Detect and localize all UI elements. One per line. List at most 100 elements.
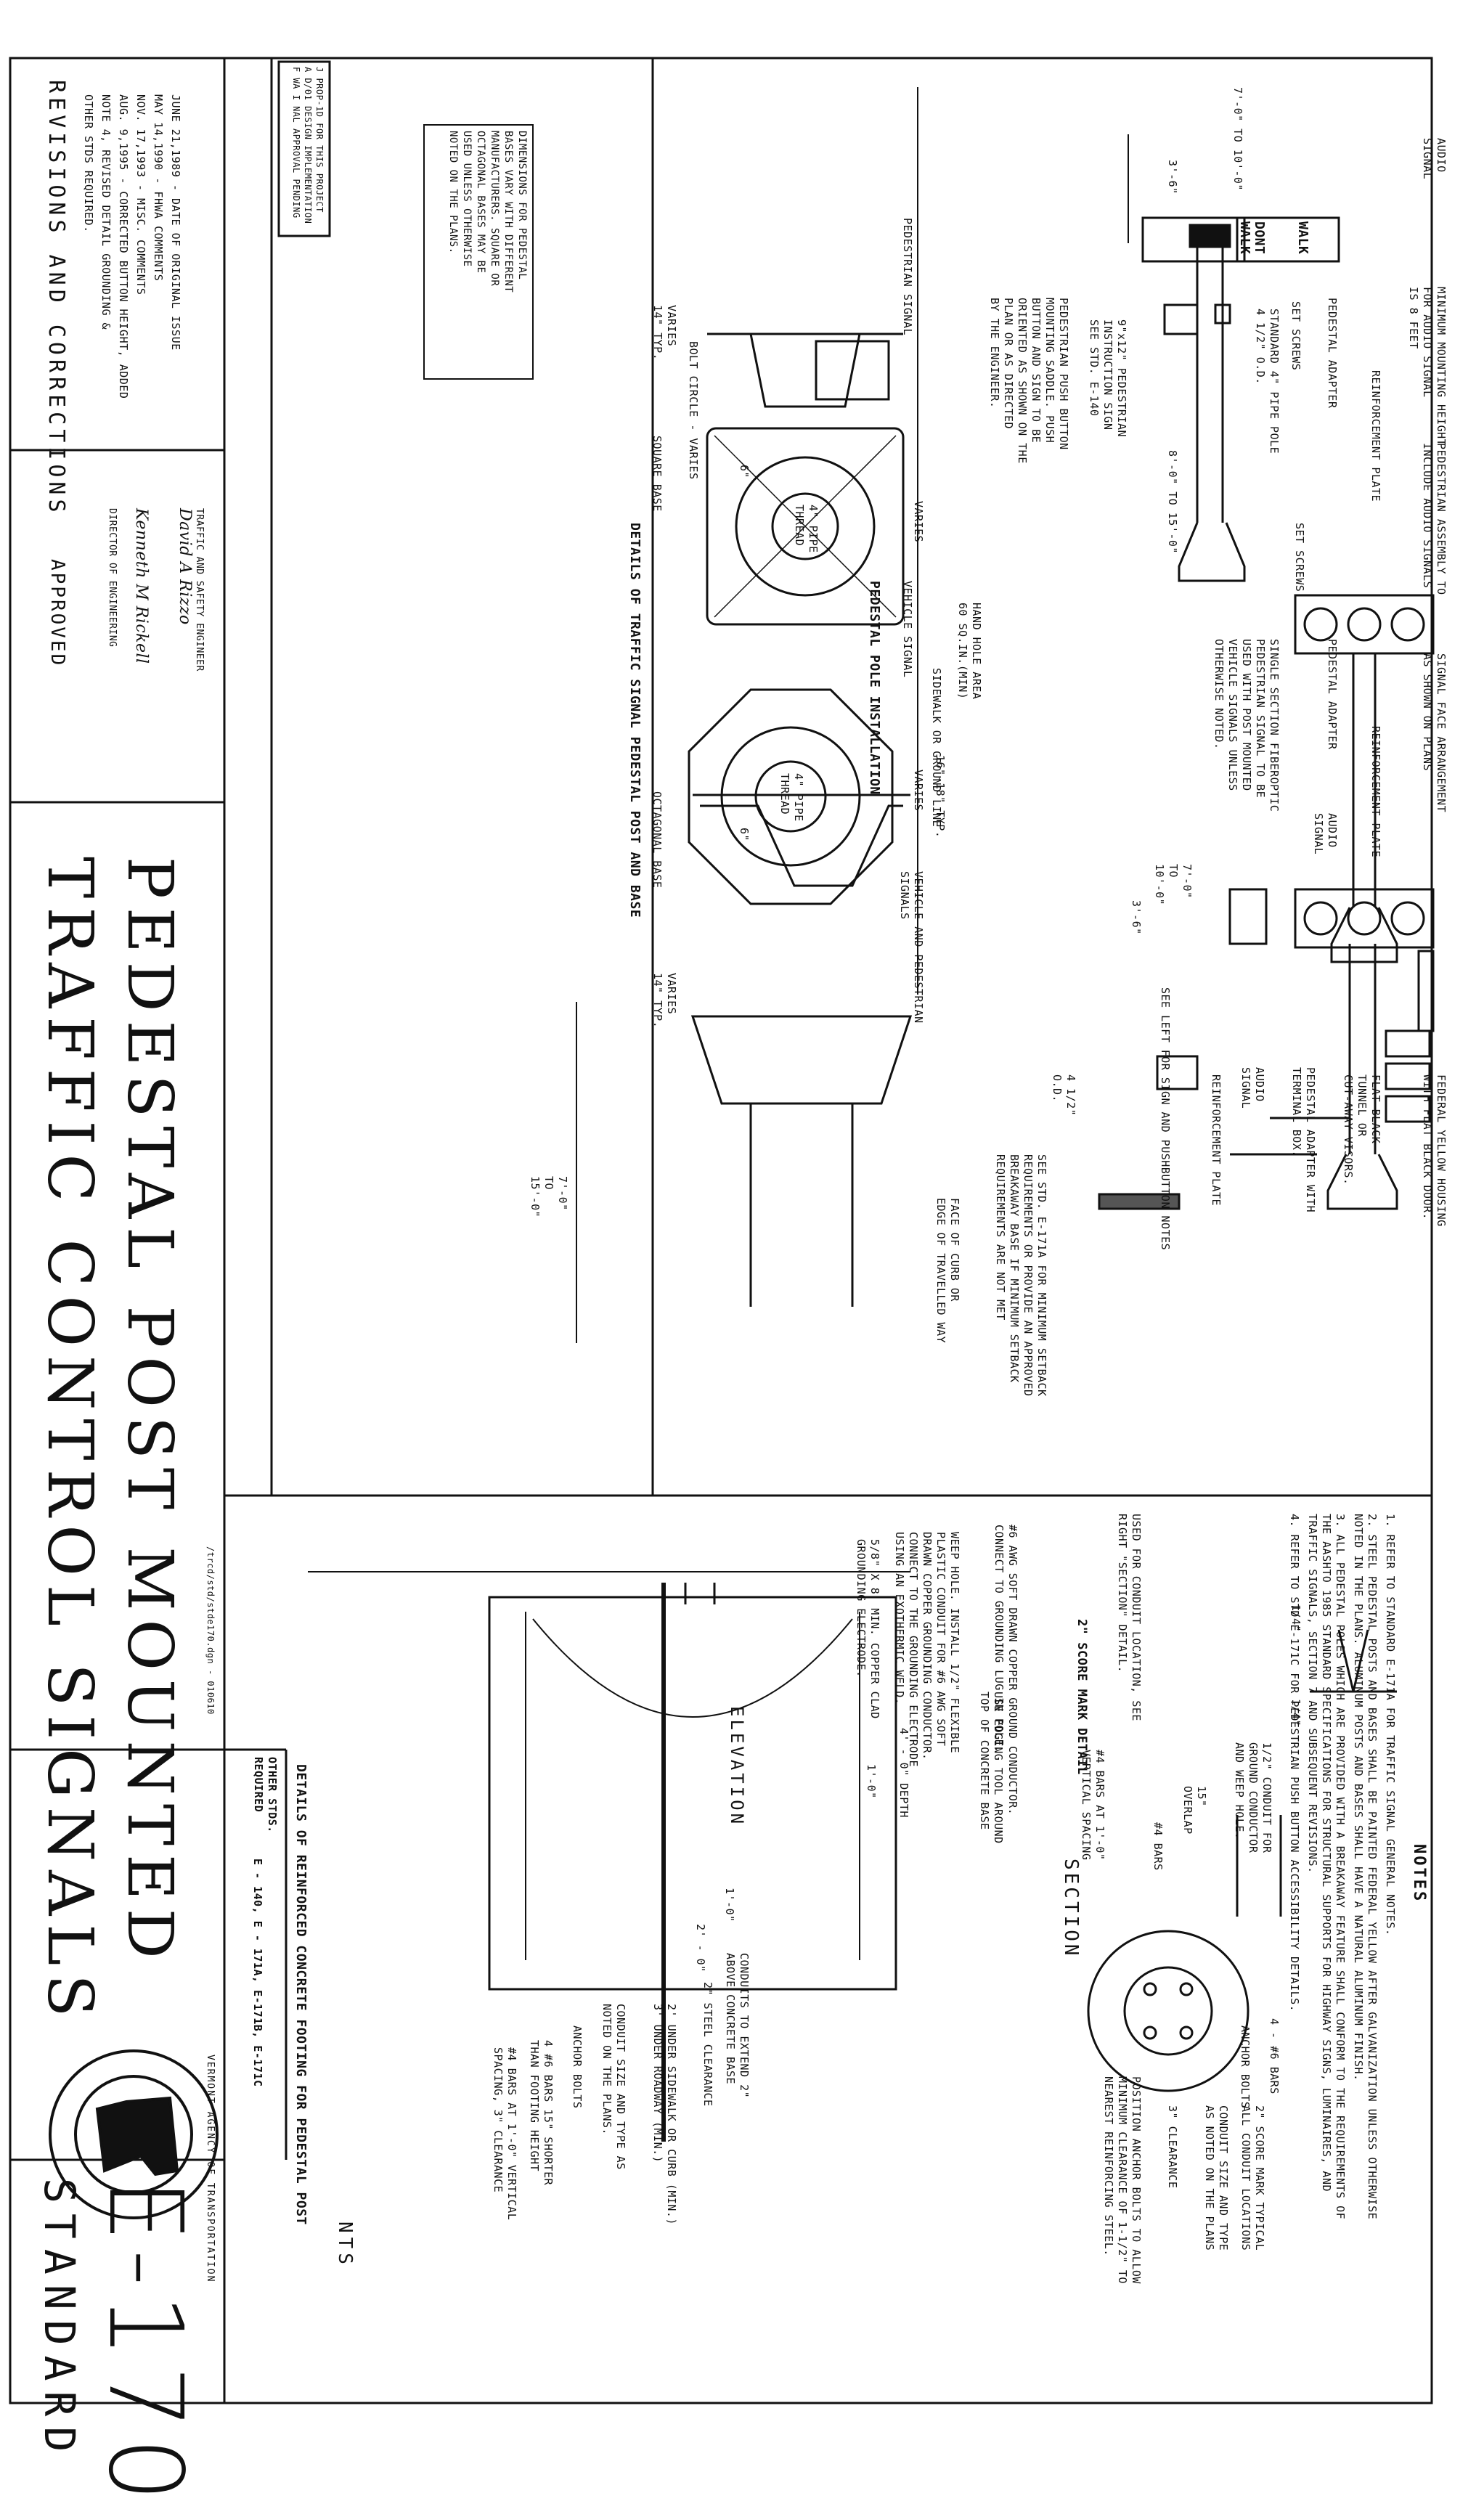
note-2: 2. STEEL PEDESTAL POSTS AND BASES SHALL … — [1352, 1514, 1379, 2220]
approval-stamp: J PROP-1D FOR THIS PROJECT A D/01 DESIGN… — [291, 67, 325, 224]
footing-drawing — [308, 1571, 910, 2142]
vaot-logo-text: VERMONT AGENCY OF TRANSPORTATION — [205, 2055, 216, 2283]
section-overlap: 15" OVERLAP — [1181, 1786, 1208, 1835]
steel-clearance-note: 2" STEEL CLEARANCE — [701, 1982, 714, 2107]
dim-6-label-2: 6" — [738, 828, 751, 842]
section-anchor-position: POSITION ANCHOR BOLTS TO ALLOW MINIMUM C… — [1102, 2076, 1143, 2284]
footing-details-title: DETAILS OF REINFORCED CONCRETE FOOTING F… — [293, 1764, 309, 2225]
min-mounting-note: MINIMUM MOUNTING HEIGHT FOR AUDIO SIGNAL… — [1407, 287, 1448, 446]
reinforcement-plate-label-2: REINFORCEMENT PLATE — [1369, 726, 1382, 858]
signature-1: Kenneth M Rickell — [132, 508, 150, 664]
footing-dim-1: 1'-0" — [865, 1764, 878, 1799]
notes-list: 1. REFER TO STANDARD E-171A FOR TRAFFIC … — [1287, 1514, 1397, 2385]
dim-3-6-b: 3'-6" — [1130, 900, 1143, 935]
footing-anchor-bolts: ANCHOR BOLTS — [571, 2025, 584, 2109]
section-anchor-bolts: ANCHOR BOLTS — [1239, 2025, 1252, 2109]
varies-14-label: VARIES 14" TYP. — [651, 305, 678, 361]
revisions-list: JUNE 21,1989 - DATE OF ORIGINAL ISSUE MA… — [82, 94, 182, 399]
set-screws-label-1: SET SCREWS — [1289, 301, 1302, 371]
dim-3-6-a: 3'-6" — [1166, 160, 1179, 195]
signature-2: David A Rizzo — [176, 508, 194, 625]
dim-6-label-1: 6" — [738, 465, 751, 479]
octagonal-base-label: OCTAGONAL BASE — [651, 791, 664, 889]
audio-signal-label-2: AUDIO SIGNAL — [1312, 813, 1339, 855]
reinforcement-plate-label-1: REINFORCEMENT PLATE — [1369, 370, 1382, 502]
pedestal-adapter-label-2: PEDESTAL ADAPTER — [1326, 639, 1339, 750]
score-detail-text: USED FOR CONDUIT LOCATION, SEE RIGHT "SE… — [1116, 1514, 1143, 1721]
pole-installation-title: PEDESTAL POLE INSTALLATION — [867, 581, 882, 795]
face-of-curb-label: FACE OF CURB OR EDGE OF TRAVELLED WAY — [934, 1198, 961, 1344]
approved-title: APPROVED — [46, 559, 68, 668]
conduit-size-note: CONDUIT SIZE AND TYPE AS NOTED ON THE PL… — [600, 2004, 627, 2170]
hand-hole-label: HAND HOLE AREA 60 SQ.IN.(MIN) — [956, 603, 983, 700]
ground-rod-note: 5/8" X 8' MIN. COPPER CLAD GROUNDING ELE… — [855, 1539, 881, 1719]
rotated-drawing: AUDIO SIGNAL MINIMUM MOUNTING HEIGHT FOR… — [9, 57, 1448, 2509]
section-bars4: #4 BARS — [1151, 1822, 1165, 1871]
dim-7-15-label: 7'-0" TO 15'-0" — [529, 1176, 569, 1218]
reinforcement-plate-label-3: REINFORCEMENT PLATE — [1210, 1074, 1223, 1207]
pipe-thread-label-1: 4" PIPE THREAD — [793, 505, 820, 553]
footing-bars4: #4 BARS AT 1'-0" VERTICAL SPACING, 3" CL… — [492, 2047, 518, 2221]
edging-note: USE EDGING TOOL AROUND TOP OF CONCRETE B… — [978, 1692, 1005, 1844]
note-1: 1. REFER TO STANDARD E-171A FOR TRAFFIC … — [1384, 1514, 1397, 1936]
section-clearance: 3" CLEARANCE — [1166, 2105, 1179, 2189]
base-details-title: DETAILS OF TRAFFIC SIGNAL PEDESTAL POST … — [627, 523, 643, 918]
dim-7-10: 7'-0" TO 10'-0" — [1231, 87, 1244, 191]
bolt-circle-label: BOLT CIRCLE - VARIES — [687, 341, 700, 480]
section-conduit-size: CONDUIT SIZE AND TYPE AS NOTED ON THE PL… — [1203, 2105, 1230, 2251]
notes-title: NOTES — [1410, 1844, 1428, 1904]
flat-black-note: FLAT BLACK TUNNEL OR CUT-AWAY VISORS. — [1342, 1074, 1382, 1186]
varies-label-2: VARIES — [912, 770, 925, 812]
nts-label: NTS — [334, 2222, 356, 2269]
veh-ped-signals-label: VEHICLE AND PEDESTRIAN SIGNALS — [898, 871, 925, 1024]
od-label: 4 1/2" O.D. — [1051, 1074, 1077, 1117]
ped-adapter-terminal-note: PEDESTAL ADAPTER WITH TERMINAL BOX. — [1290, 1067, 1317, 1213]
ped-assembly-note: PEDESTRIAN ASSEMBLY TO INCLUDE AUDIO SIG… — [1421, 443, 1448, 595]
section-bars-spacing: #4 BARS AT 1'-0" VERTICAL SPACING — [1080, 1750, 1106, 1861]
revisions-title: REVISIONS AND CORRECTIONS — [44, 80, 69, 517]
varies-label-1: VARIES — [912, 501, 925, 543]
section-drawing — [1087, 1629, 1397, 2092]
walk-sign-1: WALK — [1295, 221, 1310, 255]
score-dim-1: 1/4" — [1289, 1604, 1302, 1633]
vaot-logo — [49, 2049, 219, 2219]
footing-dim-2: 1'-0" — [723, 1888, 736, 1922]
file-path: /trcd/std/stde170.dgn - 010610 — [205, 1546, 216, 1715]
standard-pipe-note: STANDARD 4" PIPE POLE 4 1/2" O.D. — [1254, 309, 1281, 454]
pedestrian-signal-label: PEDESTRIAN SIGNAL — [901, 218, 914, 336]
standard-word: STANDARD — [35, 2178, 84, 2463]
pipe-thread-label-2: 4" PIPE THREAD — [778, 773, 805, 822]
section-conduit-note: 1/2" CONDUIT FOR GROUND CONDUCTOR AND WE… — [1233, 1742, 1273, 1853]
other-stds-value: E - 140, E - 171A, E-171B, E-171C — [251, 1859, 264, 2087]
setback-note: SEE STD. E-171A FOR MINIMUM SETBACK REQU… — [994, 1154, 1048, 1397]
dim-7-10-b: 7'-0" TO 10'-0" — [1153, 864, 1194, 906]
audio-signal-label-1: AUDIO SIGNAL — [1421, 138, 1448, 180]
bases-drawing — [576, 333, 913, 1343]
instruction-sign-note: 9"x12" PEDESTRIAN INSTRUCTION SIGN SEE S… — [1088, 319, 1128, 438]
conduits-extend-note: CONDUITS TO EXTEND 2" ABOVE CONCRETE BAS… — [724, 1953, 751, 2099]
walk-sign-2: WALK — [1237, 221, 1252, 255]
signal-face-note: SIGNAL FACE ARRANGEMENT AS SHOWN ON PLAN… — [1421, 653, 1448, 813]
title-line-2: PEDESTAL POST MOUNTED — [113, 857, 186, 1967]
standard-number: E-170 — [86, 2178, 204, 2509]
title-line-1: TRAFFIC CONTROL SIGNALS — [33, 857, 106, 2026]
see-left-note: SEE LEFT FOR SIGN AND PUSHBUTTON NOTES — [1159, 987, 1172, 1251]
audio-signal-label-3: AUDIO SIGNAL — [1239, 1067, 1266, 1109]
push-button-note: PEDESTRIAN PUSH BUTTON MOUNTING SADDLE. … — [988, 298, 1070, 464]
dont-sign: DONT — [1252, 221, 1267, 255]
section-title: SECTION — [1060, 1859, 1082, 1959]
elevation-title: ELEVATION — [727, 1706, 747, 1827]
section-score-note: 2" SCORE MARK TYPICAL ALL CONDUIT LOCATI… — [1239, 2105, 1266, 2251]
footing-dim-3: 2' - 0" — [694, 1924, 707, 1972]
other-stds-label: OTHER STDS. REQUIRED — [252, 1757, 279, 1833]
score-dim-2: 1/4" — [1289, 1699, 1302, 1727]
pedestal-adapter-label-1: PEDESTAL ADAPTER — [1326, 298, 1339, 409]
dimensions-note: DIMENSIONS FOR PEDESTAL BASES VARY WITH … — [447, 131, 528, 293]
single-section-note: SINGLE SECTION FIBEROPTIC PEDESTRIAN SIG… — [1212, 639, 1281, 812]
footing-bars6: 4 #6 BARS 15" SHORTER THAN FOOTING HEIGH… — [528, 2040, 555, 2186]
pole-installation-drawing — [917, 87, 1435, 1210]
dim-16-18-label: 16"-18" TYP. — [934, 755, 947, 839]
section-bars6: 4 - #6 BARS — [1268, 2018, 1281, 2094]
dim-8-15: 8'-0" TO 15'-0" — [1166, 450, 1179, 554]
signature-2-title: TRAFFIC AND SAFETY ENGINEER — [194, 508, 205, 672]
